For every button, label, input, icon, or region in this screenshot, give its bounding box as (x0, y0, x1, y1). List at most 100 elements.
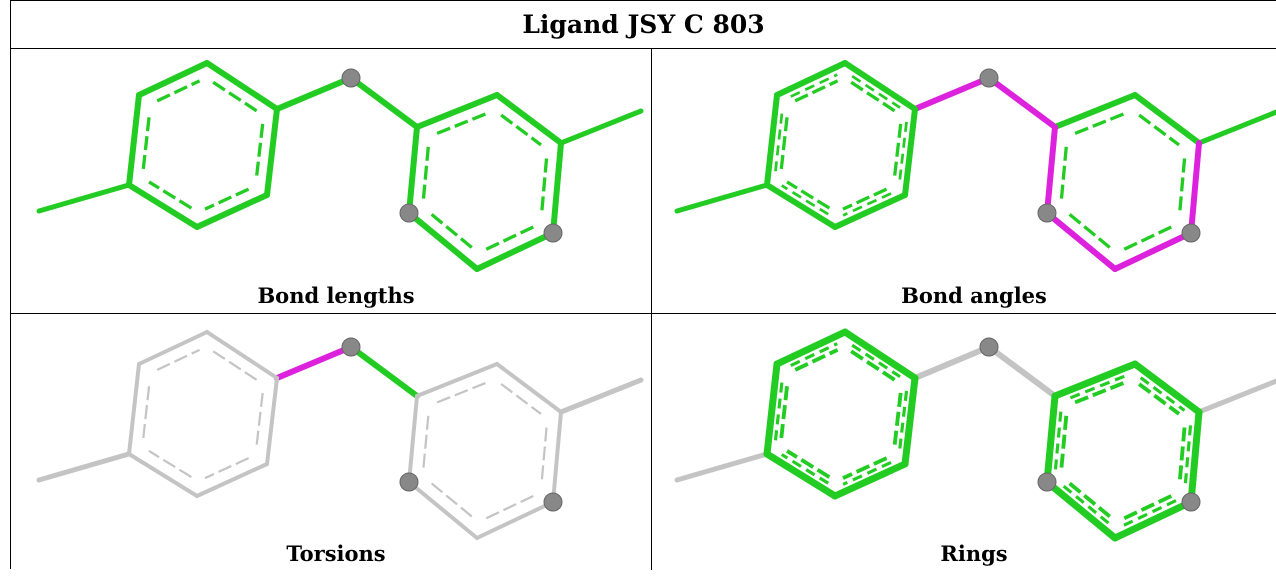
molecule-rings (674, 328, 1276, 542)
left-ring-bond-1 (841, 328, 919, 382)
right-ring-aromatic-dash-4 (428, 480, 473, 518)
left-ring-bond-0 (773, 328, 849, 368)
right-ring-bond-5 (406, 124, 420, 216)
right-ring-bond-4 (406, 210, 480, 272)
page-title: Ligand JSY C 803 (11, 1, 1276, 49)
left-ring-bond-0 (137, 330, 209, 366)
molecule-group (36, 330, 644, 540)
linker-bond-right (348, 75, 420, 130)
right-ring-bond-3 (475, 500, 555, 540)
left-ring-bond-3 (194, 192, 270, 230)
right-ring-bond-0 (1052, 92, 1138, 130)
panel-rings: Rings (659, 316, 1276, 580)
methyl-bond-right (1196, 378, 1276, 415)
right-ring-aromatic-dash-2 (1177, 158, 1187, 215)
left-ring-aromatic-dash2-4 (781, 184, 829, 216)
left-ring-bond-3 (831, 460, 909, 500)
methyl-bond-left (674, 451, 770, 483)
left-ring-bond-1 (205, 330, 279, 380)
right-ring-aromatic-dash-0 (436, 111, 488, 135)
right-ring-aromatic-dash-1 (500, 113, 543, 147)
right-ring-bond-0 (414, 92, 500, 130)
left-ring-bond-4 (126, 182, 200, 230)
right-ring-aromatic-dash-0 (1074, 111, 1126, 135)
methyl-bond-right (558, 377, 644, 415)
right-ring-aromatic-dash-3 (485, 495, 534, 520)
right-ring-bond-2 (551, 410, 563, 504)
left-ring-bond-2 (265, 376, 279, 466)
methyl-bond-left (674, 182, 770, 214)
ring-atom-a (399, 203, 419, 223)
left-ring-aromatic-dash-0 (794, 79, 839, 103)
right-ring-bond-2 (1188, 140, 1202, 236)
caption-bond-angles: Bond angles (901, 283, 1047, 308)
figure-frame: Ligand JSY C 803 Bond lengths Bond angle… (10, 0, 1276, 570)
left-ring-aromatic-dash-0 (156, 79, 201, 103)
left-ring-aromatic-dash2-0 (790, 73, 838, 98)
right-ring-aromatic-dash2-0 (1069, 374, 1126, 400)
left-ring-bond-5 (763, 360, 781, 458)
left-ring-bond-3 (832, 192, 908, 230)
left-ring-aromatic-dash-5 (142, 381, 151, 439)
methyl-bond-left (36, 451, 132, 483)
right-ring-bond-3 (1112, 230, 1194, 272)
right-ring-aromatic-dash2-1 (1139, 376, 1186, 412)
linker-bond-right (986, 344, 1058, 399)
linker-atom (341, 337, 361, 357)
right-ring-bond-0 (415, 362, 499, 398)
left-ring-aromatic-dash-2 (254, 123, 265, 178)
right-ring-aromatic-dash2-5 (1053, 410, 1063, 470)
left-ring-aromatic-dash-3 (842, 187, 888, 211)
right-ring-aromatic-dash-2 (1177, 427, 1187, 484)
left-ring-aromatic-dash-0 (794, 348, 839, 372)
ring-atom-a (399, 472, 419, 492)
left-ring-aromatic-dash2-2 (898, 121, 908, 181)
left-ring-bond-2 (264, 106, 280, 198)
right-ring-bond-0 (1051, 360, 1139, 400)
row-divider (11, 313, 1276, 314)
left-ring-aromatic-dash2-0 (790, 342, 838, 367)
right-ring-aromatic-dash-2 (540, 427, 548, 484)
right-ring-aromatic-dash-5 (421, 144, 431, 199)
right-ring-aromatic-dash-4 (1066, 211, 1111, 249)
left-ring-aromatic-dash-3 (204, 187, 250, 211)
methyl-bond-right (558, 108, 644, 146)
molecule-group (674, 60, 1276, 272)
ring-atom-b (1181, 223, 1201, 243)
right-ring-bond-3 (474, 230, 556, 272)
right-ring-bond-1 (1131, 360, 1203, 416)
left-ring-aromatic-dash-4 (786, 180, 831, 210)
right-ring-bond-4 (1043, 478, 1119, 542)
caption-rings: Rings (940, 541, 1008, 566)
left-ring-aromatic-dash-1 (212, 350, 258, 381)
left-ring-bond-2 (902, 106, 918, 198)
ring-atom-a (1037, 472, 1057, 492)
panel-bond-angles: Bond angles (659, 53, 1276, 317)
left-ring-aromatic-dash2-5 (774, 109, 784, 172)
right-ring-bond-1 (494, 92, 564, 146)
left-ring-aromatic-dash-5 (141, 112, 152, 170)
left-ring-aromatic-dash-4 (785, 449, 831, 479)
linker-bond-right (348, 344, 420, 399)
methyl-bond-right (1196, 109, 1276, 146)
left-ring-aromatic-dash-0 (156, 348, 201, 371)
right-ring-aromatic-dash-5 (1059, 144, 1069, 199)
right-ring-bond-2 (1187, 408, 1203, 506)
right-ring-aromatic-dash2-3 (1123, 499, 1177, 527)
column-divider (651, 48, 652, 570)
left-ring-aromatic-dash2-1 (851, 75, 901, 109)
right-ring-aromatic-dash2-4 (1060, 483, 1110, 525)
right-ring-aromatic-dash2-2 (1183, 425, 1193, 488)
right-ring-aromatic-dash-0 (1074, 380, 1126, 405)
left-ring-aromatic-dash-2 (892, 123, 903, 178)
right-ring-bond-5 (1043, 392, 1059, 486)
left-ring-bond-2 (901, 374, 919, 468)
left-ring-aromatic-dash2-2 (898, 390, 909, 450)
methyl-bond-left (36, 182, 132, 214)
molecule-group (674, 328, 1276, 542)
panel-bond-lengths: Bond lengths (21, 53, 651, 317)
molecule-group (36, 60, 644, 272)
left-ring-aromatic-dash-1 (850, 80, 896, 113)
left-ring-bond-5 (764, 92, 780, 188)
left-ring-aromatic-dash-3 (842, 456, 888, 480)
